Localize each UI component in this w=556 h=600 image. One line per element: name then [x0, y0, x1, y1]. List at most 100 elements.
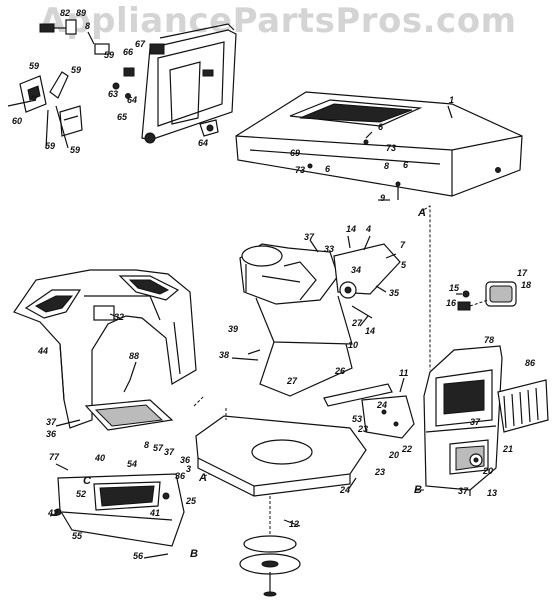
watermark: AppliancePartsPros.com — [39, 1, 516, 41]
part-number: 59 — [45, 141, 55, 151]
part-number: 6 — [325, 164, 331, 174]
part-number: 36 — [46, 429, 57, 439]
part-number: 32 — [114, 312, 124, 322]
fender — [13, 269, 197, 429]
part-number: 59 — [29, 61, 39, 71]
part-number: 69 — [290, 148, 300, 158]
part-number: 53 — [352, 414, 362, 424]
part-number: 77 — [49, 452, 60, 462]
part-number: 23 — [374, 467, 385, 477]
part-number: 38 — [219, 350, 229, 360]
part-number: 64 — [198, 138, 208, 148]
part-number: 24 — [339, 485, 350, 495]
part-number: 64 — [127, 95, 137, 105]
dash-console — [423, 345, 503, 491]
part-number: 27 — [351, 318, 363, 328]
part-number: 42 — [47, 508, 58, 518]
reference-letters: A A B B C — [83, 207, 426, 560]
part-number: 73 — [295, 165, 305, 175]
part-number: 11 — [399, 368, 408, 378]
part-number: 37 — [470, 417, 481, 427]
part-number: 8 — [85, 21, 90, 31]
part-number: 55 — [72, 531, 83, 541]
headlight — [457, 281, 517, 311]
part-number: 25 — [185, 496, 197, 506]
grille — [497, 379, 549, 433]
reference-letter: B — [414, 484, 422, 496]
part-number: 6 — [403, 160, 409, 170]
part-number: 89 — [76, 8, 86, 18]
part-number: 78 — [484, 335, 494, 345]
part-number: 35 — [389, 288, 400, 298]
part-number: 59 — [70, 145, 80, 155]
part-number: 22 — [401, 444, 412, 454]
part-number: 63 — [108, 89, 118, 99]
part-number: 33 — [324, 244, 334, 254]
pulley-stack — [239, 496, 301, 597]
side-panel — [54, 473, 185, 547]
part-number: 86 — [525, 358, 536, 368]
part-number: 1 — [449, 95, 454, 105]
bracket-parts — [39, 19, 165, 99]
part-number: 36 — [180, 455, 191, 465]
reference-letter: C — [83, 475, 92, 487]
dash-panel-assembly — [141, 23, 237, 144]
part-number: 66 — [123, 47, 134, 57]
part-number: 34 — [351, 265, 361, 275]
part-number: 26 — [334, 366, 346, 376]
part-number: 16 — [446, 298, 457, 308]
part-number: 3 — [186, 464, 191, 474]
part-number: 57 — [153, 443, 164, 453]
reference-letter: B — [190, 548, 198, 560]
part-number: 37 — [164, 447, 175, 457]
reference-letter: A — [198, 472, 207, 484]
part-number: 88 — [129, 351, 139, 361]
part-number: 73 — [386, 143, 396, 153]
part-number: 9 — [380, 193, 385, 203]
part-number: 10 — [348, 340, 358, 350]
part-number: 17 — [517, 268, 528, 278]
part-number: 4 — [365, 224, 371, 234]
engine-group — [239, 243, 401, 397]
part-number: 12 — [289, 519, 299, 529]
part-number: 24 — [376, 400, 387, 410]
part-number: 40 — [94, 453, 105, 463]
part-number: 14 — [346, 224, 356, 234]
part-number: 8 — [384, 161, 389, 171]
part-number: 37 — [304, 232, 315, 242]
reference-letter: A — [417, 207, 426, 219]
part-number: 20 — [482, 466, 493, 476]
part-number: 65 — [117, 112, 128, 122]
part-number: 15 — [449, 283, 460, 293]
part-number: 37 — [458, 486, 469, 496]
part-number: 82 — [60, 8, 70, 18]
part-number: 8 — [144, 440, 149, 450]
part-number: 23 — [357, 424, 368, 434]
part-number: 20 — [388, 450, 399, 460]
part-number: 13 — [487, 488, 497, 498]
part-number: 5 — [401, 260, 407, 270]
part-number: 59 — [104, 50, 114, 60]
part-number: 60 — [12, 116, 22, 126]
part-number: 7 — [400, 240, 406, 250]
part-number: 52 — [76, 489, 86, 499]
frame — [193, 395, 367, 497]
mounting-bracket — [323, 383, 415, 439]
part-number: 6 — [378, 122, 384, 132]
part-number: 21 — [502, 444, 513, 454]
hood — [235, 91, 523, 200]
part-number: 14 — [365, 326, 375, 336]
part-number: 27 — [286, 376, 298, 386]
foot-plate — [84, 399, 174, 431]
part-number: 44 — [37, 346, 48, 356]
part-number: 56 — [133, 551, 144, 561]
part-number: 39 — [228, 324, 238, 334]
part-number: 37 — [46, 417, 57, 427]
part-number: 41 — [149, 508, 160, 518]
part-number: 59 — [71, 65, 81, 75]
part-number: 67 — [135, 39, 146, 49]
leader-lines — [49, 105, 471, 559]
part-number: 18 — [521, 280, 531, 290]
